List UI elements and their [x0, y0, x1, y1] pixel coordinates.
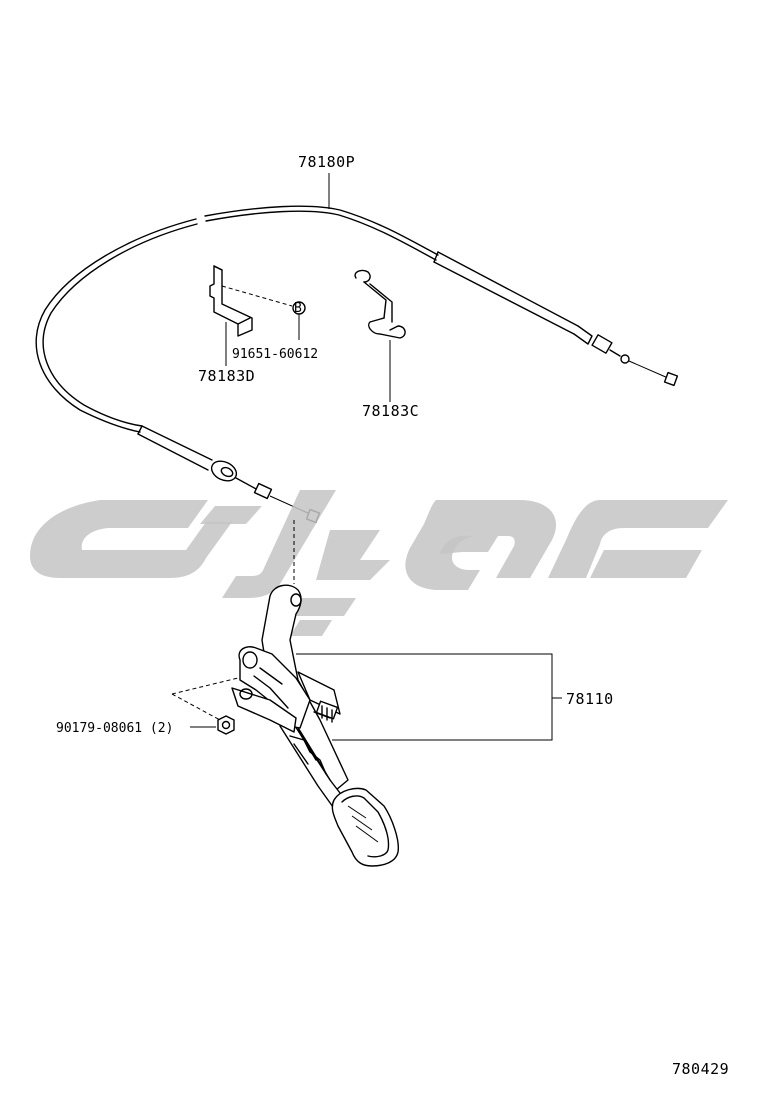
bolt-part-number: 91651-60612: [232, 347, 318, 362]
nut-part-number: 90179-08061 (2): [56, 721, 173, 736]
bolt-marker-letter: B: [294, 301, 302, 316]
accelerator-pedal-drawing[interactable]: [231, 584, 399, 867]
bracket-part-number: 78183D: [198, 367, 255, 385]
figure-number: 780429: [672, 1060, 729, 1078]
pedal-part-number: 78110: [566, 690, 614, 708]
watermark-logo: [30, 490, 728, 636]
clamp-drawing[interactable]: [354, 269, 406, 339]
cable-part-number: 78180P: [298, 153, 355, 171]
clamp-part-number: 78183C: [362, 402, 419, 420]
throttle-cable-drawing[interactable]: [35, 205, 679, 524]
bracket-drawing[interactable]: [209, 265, 253, 337]
nut-drawing[interactable]: [217, 715, 235, 735]
